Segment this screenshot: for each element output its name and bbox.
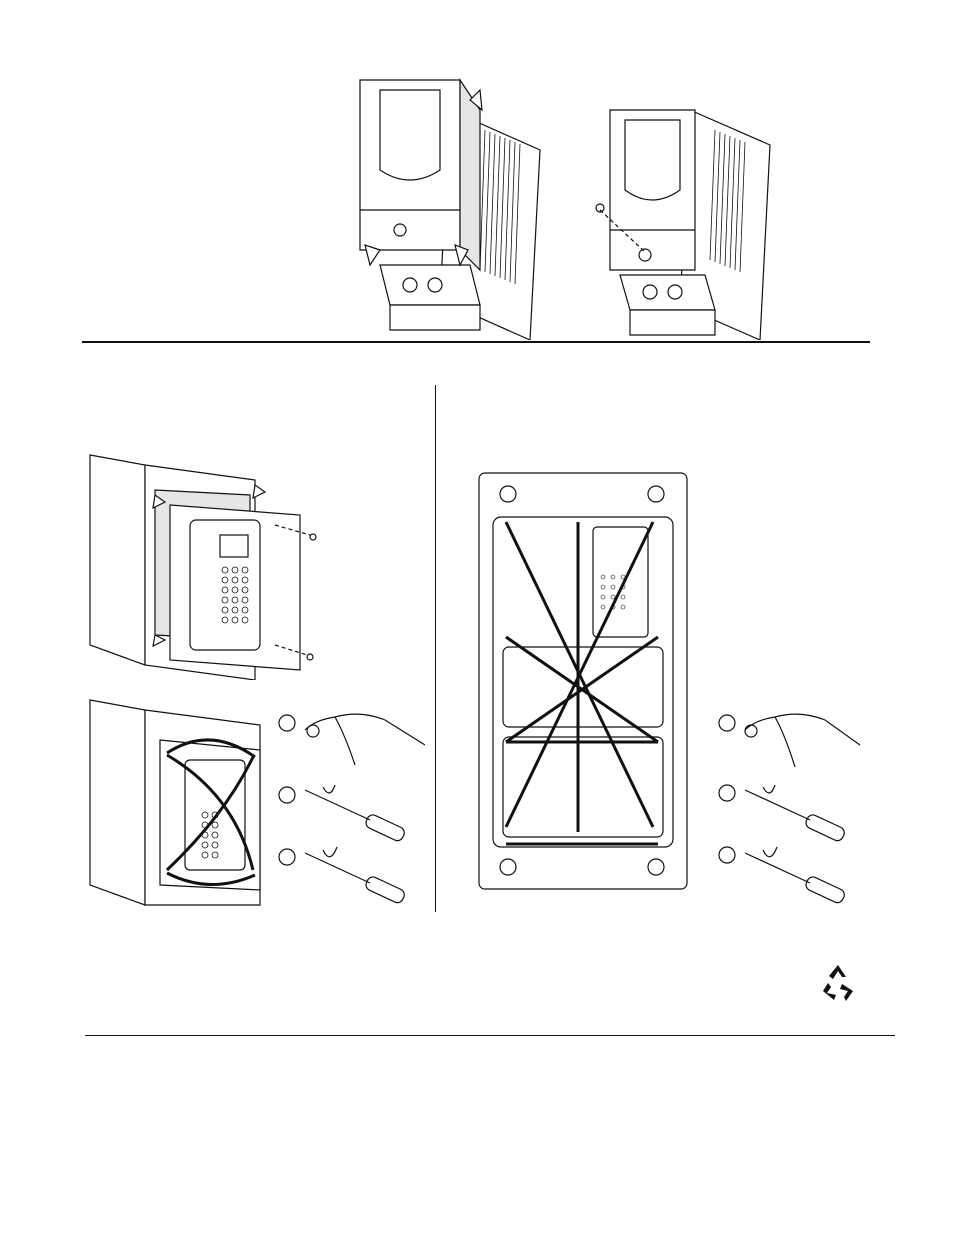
section-divider-vertical	[435, 385, 436, 912]
figure-cover-screw	[590, 80, 780, 340]
step-2-marker	[279, 787, 295, 803]
step-tool-icons-right	[715, 705, 865, 915]
figure-enclosure-exploded	[85, 440, 325, 680]
mounting-plate-torque-sequence-illustration	[478, 472, 688, 890]
step-list-left	[275, 705, 425, 905]
step-1-marker	[279, 715, 295, 731]
figure-mounting-plate	[478, 472, 688, 890]
drive-enclosure-torque-sequence-illustration	[85, 695, 275, 910]
figure-cover-removal	[340, 70, 550, 340]
drive-enclosure-exploded-illustration	[85, 440, 325, 680]
section-divider-top	[82, 341, 870, 343]
drive-cover-removal-illustration	[340, 70, 550, 340]
step-tool-icons-left	[275, 705, 425, 905]
step-2-marker	[719, 785, 735, 801]
recycle-icon	[818, 963, 858, 1003]
step-3-marker	[279, 849, 295, 865]
step-1-marker	[719, 715, 735, 731]
recycle-logo	[818, 963, 858, 1003]
figure-enclosure-torque	[85, 695, 275, 910]
footer-divider	[85, 1035, 895, 1036]
step-3-marker	[719, 847, 735, 863]
drive-cover-screw-illustration	[590, 80, 780, 340]
step-list-right	[715, 705, 865, 915]
